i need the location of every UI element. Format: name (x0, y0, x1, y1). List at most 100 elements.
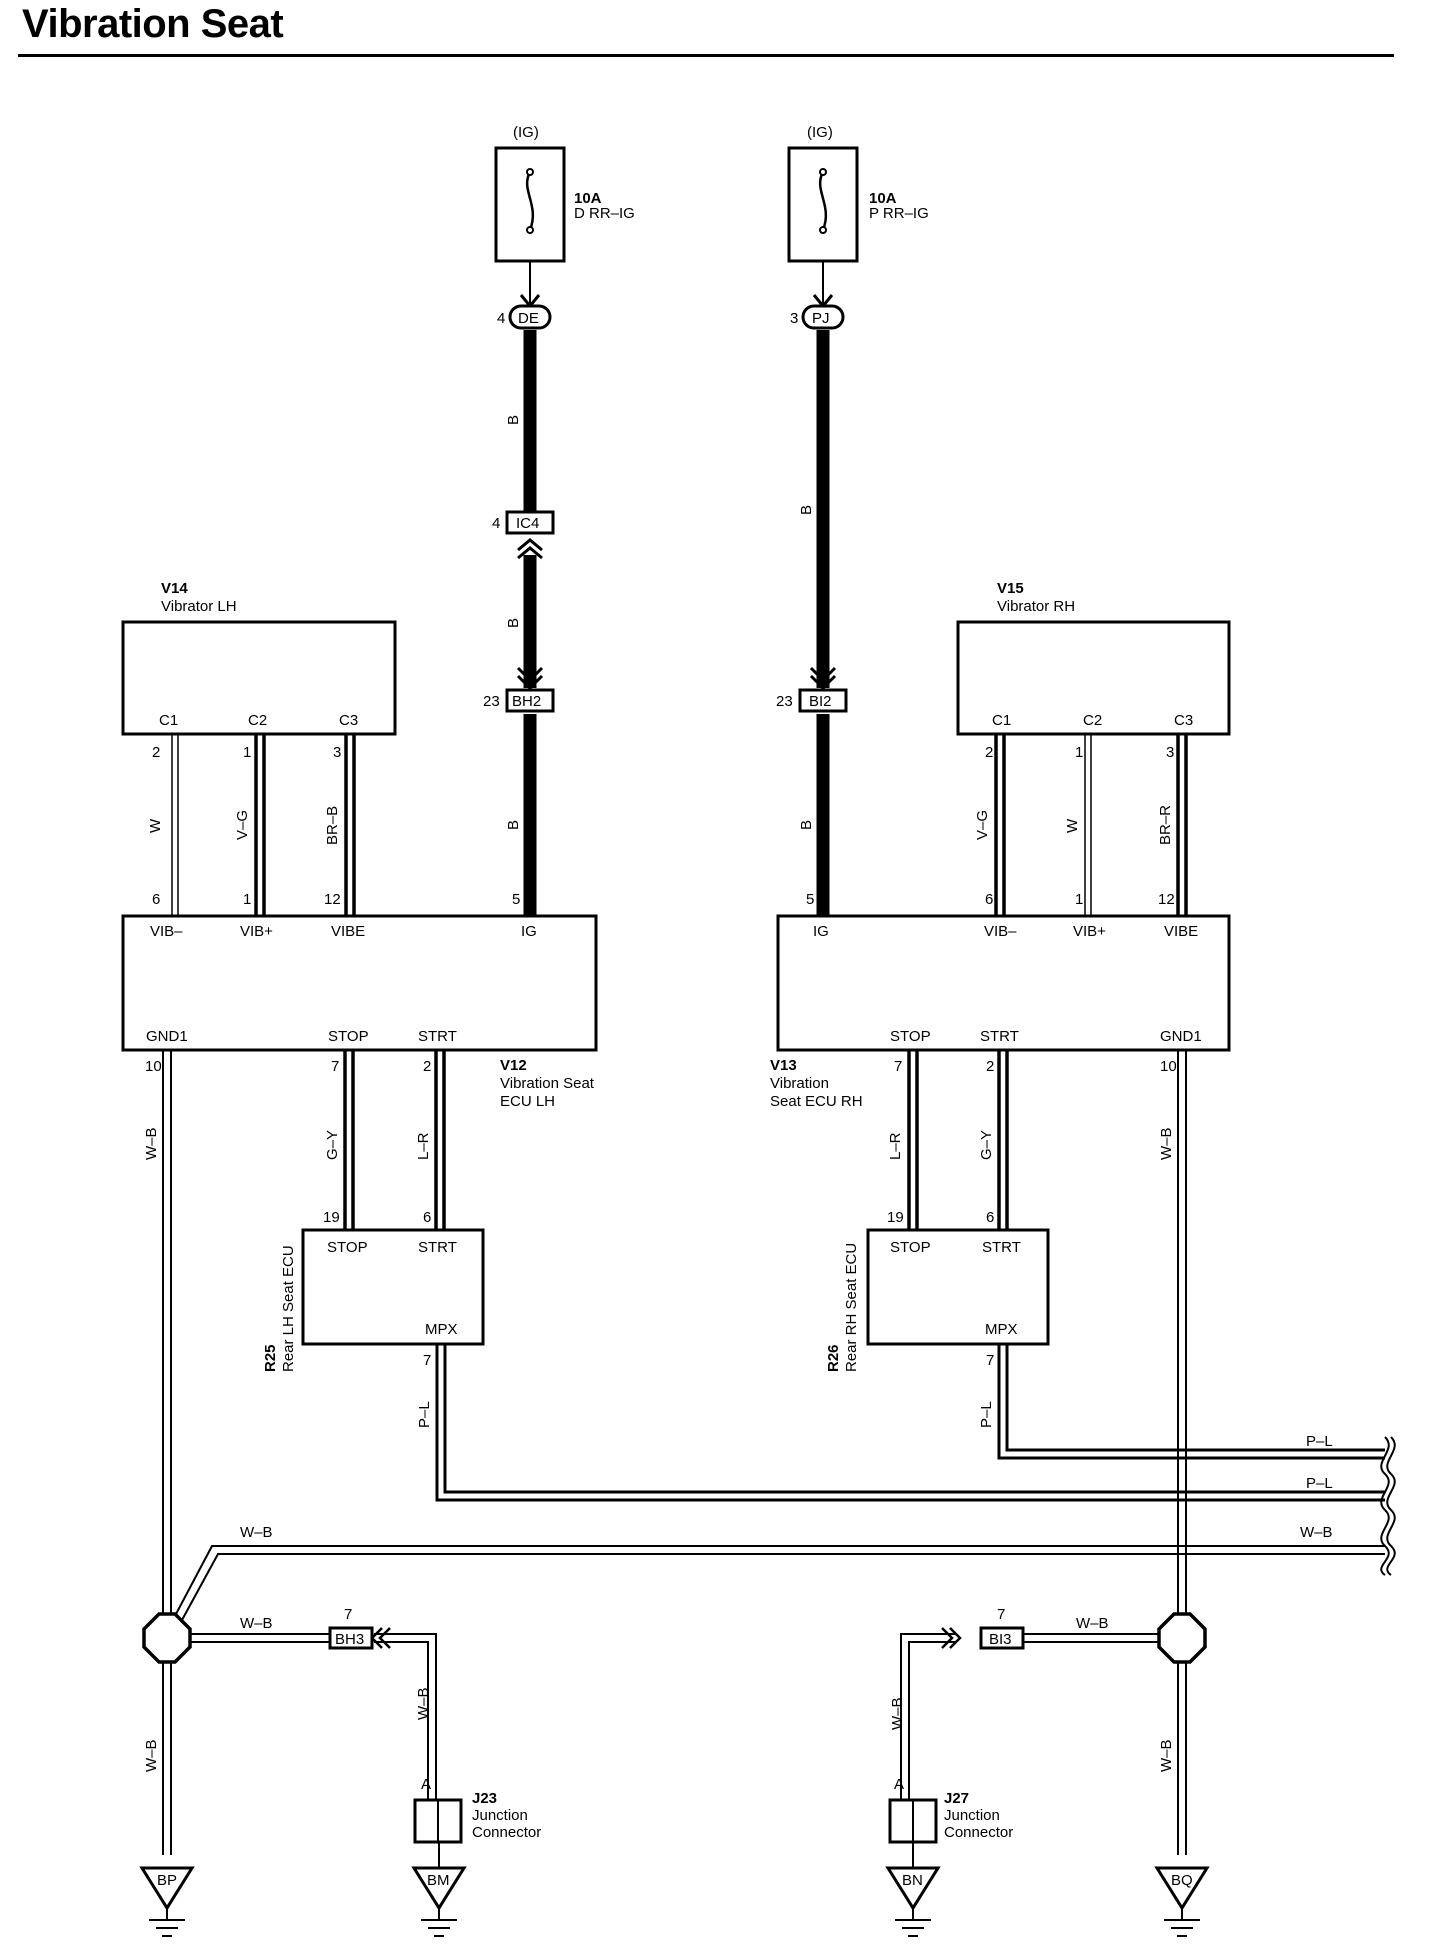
svg-text:BI3: BI3 (989, 1631, 1012, 1648)
wire-label-w-b: W–B (143, 1739, 160, 1772)
svg-text:DE: DE (518, 310, 539, 327)
fuse-box (787, 146, 859, 263)
svg-text:BI2: BI2 (809, 693, 832, 710)
v14-v12-wires (171, 734, 356, 916)
component-v13: IG VIB– VIB+ VIBE STOP STRT GND1 V13 Vib… (770, 914, 1231, 1110)
svg-text:10: 10 (1160, 1058, 1177, 1075)
svg-text:V13: V13 (770, 1057, 797, 1074)
svg-text:GND1: GND1 (1160, 1028, 1202, 1045)
wire-label-b: B (505, 618, 522, 628)
svg-text:7: 7 (894, 1058, 902, 1075)
svg-text:VIB–: VIB– (984, 923, 1017, 940)
wire-label-w: W (147, 818, 164, 833)
svg-text:STRT: STRT (980, 1028, 1019, 1045)
svg-text:4: 4 (497, 310, 505, 327)
ground-wires (162, 1050, 1385, 1868)
svg-text:BH2: BH2 (512, 693, 541, 710)
ground-bq-icon: BQ (1154, 1866, 1210, 1937)
svg-text:Rear LH Seat ECU: Rear LH Seat ECU (280, 1245, 297, 1372)
svg-text:Vibrator RH: Vibrator RH (997, 598, 1075, 615)
svg-text:6: 6 (986, 1209, 994, 1226)
fuse-supply-label: (IG) (807, 124, 833, 141)
svg-text:Connector: Connector (944, 1824, 1013, 1841)
svg-text:STRT: STRT (418, 1239, 457, 1256)
svg-text:6: 6 (985, 891, 993, 908)
svg-text:PJ: PJ (812, 310, 830, 327)
wire-label-g-y: G–Y (324, 1130, 341, 1160)
svg-text:1: 1 (1075, 744, 1083, 761)
svg-text:3: 3 (790, 310, 798, 327)
wire-label-br-b: BR–B (324, 806, 341, 845)
svg-text:STRT: STRT (418, 1028, 457, 1045)
title-rule (18, 54, 1394, 57)
svg-text:2: 2 (985, 744, 993, 761)
svg-text:C3: C3 (1174, 712, 1193, 729)
svg-text:VIB+: VIB+ (240, 923, 273, 940)
wire-label-w-b: W–B (143, 1127, 160, 1160)
svg-text:C2: C2 (248, 712, 267, 729)
svg-text:BP: BP (157, 1872, 177, 1889)
svg-text:1: 1 (243, 744, 251, 761)
fuse-name: D RR–IG (574, 205, 635, 222)
svg-text:2: 2 (423, 1058, 431, 1075)
splice-right (1157, 1612, 1207, 1664)
v13-r26-wires (907, 1050, 1009, 1230)
wire-label-v-g: V–G (974, 810, 991, 840)
svg-text:V12: V12 (500, 1057, 527, 1074)
svg-text:BN: BN (902, 1872, 923, 1889)
connector-bh3: BH3 7 (328, 1606, 374, 1650)
svg-text:Seat ECU RH: Seat ECU RH (770, 1093, 863, 1110)
svg-text:STOP: STOP (890, 1028, 931, 1045)
wire-label-w: W (1064, 818, 1081, 833)
wire-label-b: B (505, 820, 522, 830)
wire-label-l-r: L–R (415, 1132, 432, 1160)
component-r26: STOP STRT MPX R26 Rear RH Seat ECU (825, 1228, 1050, 1372)
svg-text:V15: V15 (997, 580, 1024, 597)
wire-break-marks (1380, 1436, 1396, 1576)
svg-text:3: 3 (333, 744, 341, 761)
svg-text:V14: V14 (161, 580, 188, 597)
svg-text:R26: R26 (825, 1344, 842, 1372)
wire-label-p-l: P–L (1306, 1475, 1333, 1492)
svg-text:5: 5 (806, 891, 814, 908)
svg-text:R25: R25 (262, 1344, 279, 1372)
mpx-wires (435, 1344, 1385, 1502)
svg-text:Junction: Junction (944, 1807, 1000, 1824)
wire-label-w-b: W–B (415, 1687, 432, 1720)
svg-text:3: 3 (1166, 744, 1174, 761)
v12-r25-wires (343, 1050, 446, 1230)
wire-label-br-r: BR–R (1157, 805, 1174, 845)
component-r25: STOP STRT MPX R25 Rear LH Seat ECU (262, 1228, 485, 1372)
svg-text:GND1: GND1 (146, 1028, 188, 1045)
connector-bh2: BH2 23 (483, 688, 555, 713)
svg-text:MPX: MPX (425, 1321, 458, 1338)
svg-text:C3: C3 (339, 712, 358, 729)
connector-ic4: IC4 4 (492, 510, 555, 535)
fuse-rating: 10A (574, 190, 602, 207)
svg-text:12: 12 (1158, 891, 1175, 908)
fuse-p-rr-ig: (IG) 10A P RR–IG (787, 124, 929, 263)
wire-label-g-y: G–Y (978, 1130, 995, 1160)
wire-label-w-b: W–B (1300, 1524, 1333, 1541)
splice-left (142, 1612, 192, 1664)
wire-label-w-b: W–B (1158, 1739, 1175, 1772)
svg-text:12: 12 (324, 891, 341, 908)
svg-text:C1: C1 (992, 712, 1011, 729)
connector-bi2: BI2 23 (776, 688, 848, 713)
connector-de: DE 4 (497, 304, 552, 330)
component-j23: A J23 Junction Connector (413, 1776, 541, 1844)
svg-text:VIBE: VIBE (331, 923, 365, 940)
wire-label-w-b: W–B (1158, 1127, 1175, 1160)
svg-text:19: 19 (887, 1209, 904, 1226)
svg-text:7: 7 (331, 1058, 339, 1075)
svg-text:23: 23 (483, 693, 500, 710)
svg-text:6: 6 (152, 891, 160, 908)
svg-text:IG: IG (521, 923, 537, 940)
wire-label-p-l: P–L (416, 1401, 433, 1428)
fuse-supply-label: (IG) (513, 124, 539, 141)
svg-text:7: 7 (344, 1606, 352, 1623)
svg-text:IG: IG (813, 923, 829, 940)
svg-text:C1: C1 (159, 712, 178, 729)
svg-text:2: 2 (986, 1058, 994, 1075)
svg-text:J27: J27 (944, 1790, 969, 1807)
